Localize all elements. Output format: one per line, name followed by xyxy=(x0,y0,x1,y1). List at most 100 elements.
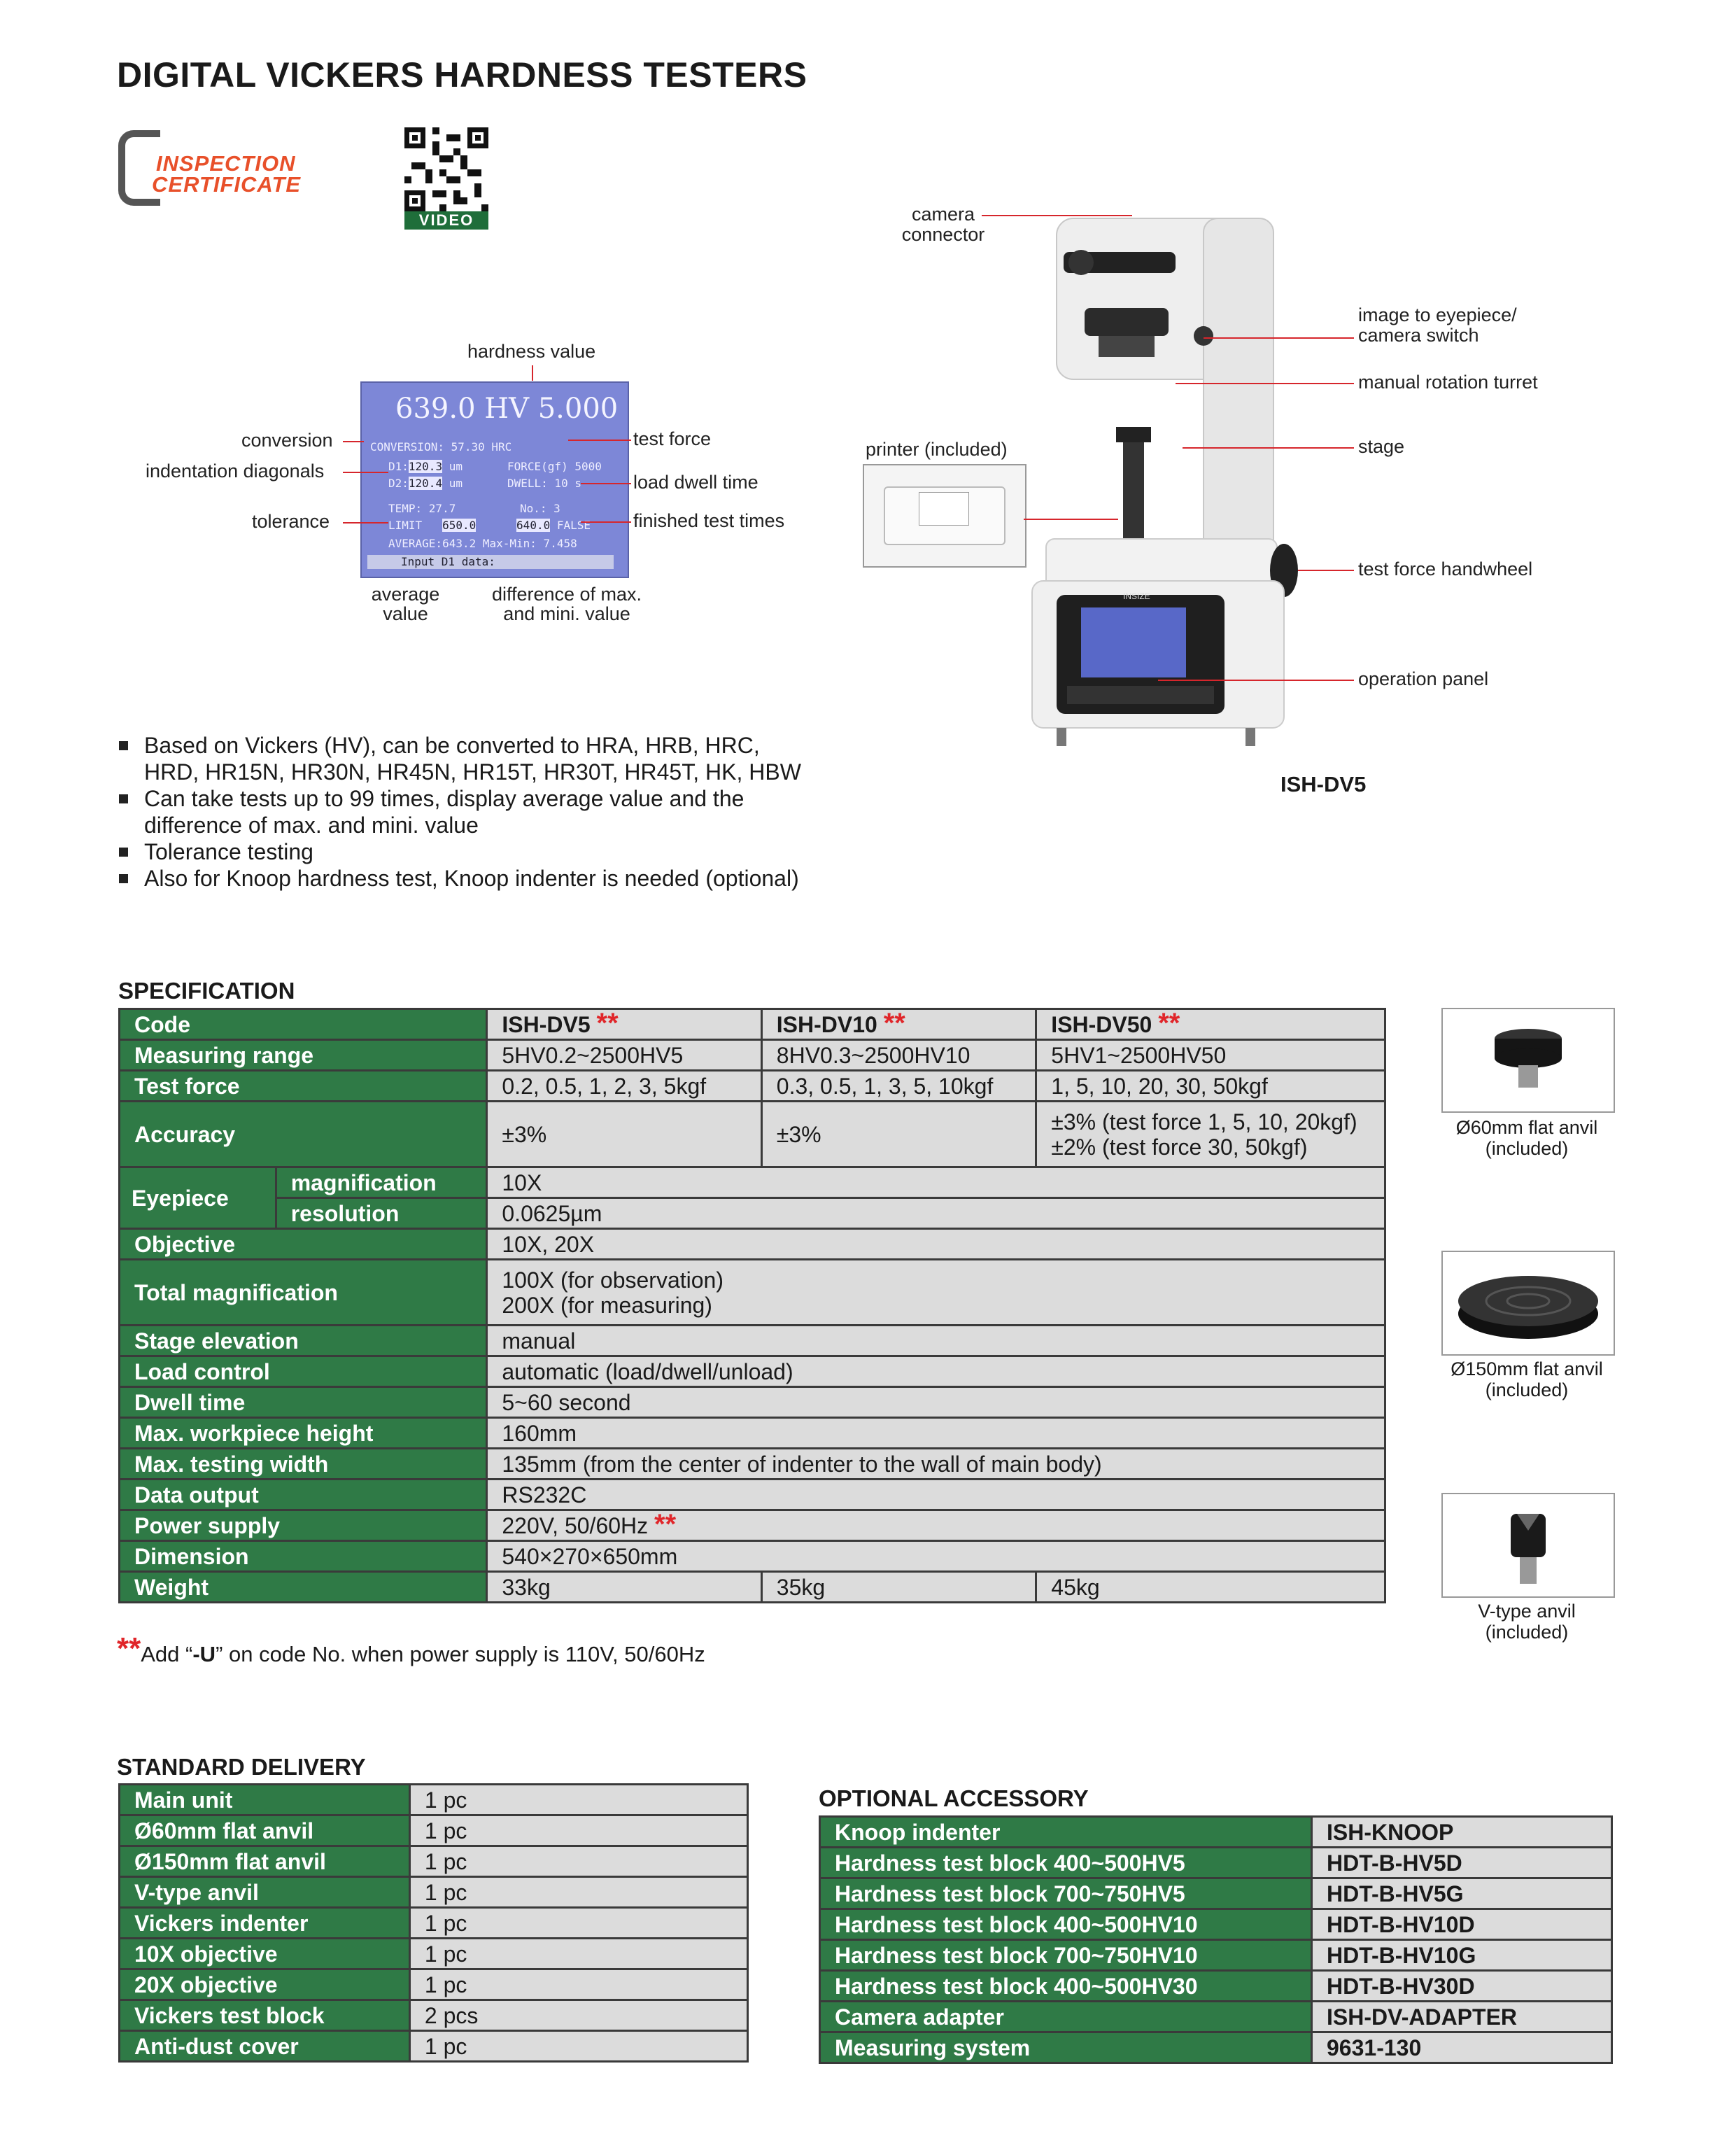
spec-cell: 45kg xyxy=(1035,1571,1386,1603)
anvil-60-note: (included) xyxy=(1485,1138,1569,1159)
screen-d1: D1:120.3 um xyxy=(388,460,463,473)
spec-cell: 0.0625µm xyxy=(486,1197,1386,1230)
bullet-3: Tolerance testing xyxy=(119,838,801,865)
spec-heading: SPECIFICATION xyxy=(118,978,295,1004)
spec-cell: 5HV0.2~2500HV5 xyxy=(486,1039,763,1071)
spec-cell: 160mm xyxy=(486,1417,1386,1449)
spec-cell: 5~60 second xyxy=(486,1386,1386,1419)
optional-item: Hardness test block 400~500HV30 xyxy=(819,1969,1313,2002)
anvil-150-note: (included) xyxy=(1485,1379,1569,1400)
delivery-qty: 2 pcs xyxy=(408,1999,749,2032)
spec-cell: 0.2, 0.5, 1, 2, 3, 5kgf xyxy=(486,1069,763,1102)
badge-line-2: CERTIFICATE xyxy=(152,172,302,197)
flat-anvil-150-icon xyxy=(1458,1276,1598,1339)
optional-heading: OPTIONAL ACCESSORY xyxy=(819,1785,1089,1811)
screen-hardness-value: 639.0 HV 5.000 xyxy=(395,393,619,425)
label-hardness-value: hardness value xyxy=(467,341,596,362)
screen-temp: TEMP: 27.7 xyxy=(388,502,456,515)
screen-conversion: CONVERSION: 57.30 HRC xyxy=(370,440,512,454)
spec-row: Stage elevation manual xyxy=(118,1324,1386,1357)
spec-label: Dwell time xyxy=(118,1386,488,1419)
spec-code-dv10: ISH-DV10 ** xyxy=(760,1008,1038,1041)
optional-item: Camera adapter xyxy=(819,2000,1313,2033)
optional-item: Hardness test block 700~750HV10 xyxy=(819,1939,1313,1972)
label-average-2: value xyxy=(383,603,428,624)
anvil-150-image xyxy=(1441,1251,1615,1356)
spec-label-weight: Weight xyxy=(118,1571,488,1603)
label-average-1: average xyxy=(371,584,440,605)
label-handwheel: test force handwheel xyxy=(1358,558,1533,579)
spec-cell: 10X xyxy=(486,1166,1386,1199)
screen-input-prompt: Input D1 data: xyxy=(367,555,614,569)
spec-cell: 135mm (from the center of indenter to th… xyxy=(486,1447,1386,1480)
spec-cell: manual xyxy=(486,1324,1386,1357)
screen-average: AVERAGE:643.2 Max-Min: 7.458 xyxy=(388,537,577,550)
delivery-item: Ø60mm flat anvil xyxy=(118,1814,411,1847)
spec-cell: ±3% xyxy=(486,1100,763,1168)
spec-label-objective: Objective xyxy=(118,1228,488,1260)
delivery-item: V-type anvil xyxy=(118,1876,411,1909)
v-type-anvil-icon xyxy=(1511,1514,1546,1584)
spec-cell: 10X, 20X xyxy=(486,1228,1386,1260)
spec-label: Max. workpiece height xyxy=(118,1417,488,1449)
optional-code: 9631-130 xyxy=(1311,2031,1613,2064)
optional-code: ISH-KNOOP xyxy=(1311,1815,1613,1848)
spec-row-dimension: Dimension 540×270×650mm xyxy=(118,1540,1386,1573)
delivery-qty: 1 pc xyxy=(408,1968,749,2001)
spec-cell: 0.3, 0.5, 1, 3, 5, 10kgf xyxy=(760,1069,1038,1102)
delivery-qty: 1 pc xyxy=(408,2030,749,2063)
screen-force: FORCE(gf) 5000 xyxy=(507,460,602,473)
spec-label-force: Test force xyxy=(118,1069,488,1102)
optional-item: Hardness test block 700~750HV5 xyxy=(819,1877,1313,1910)
screen-dwell: DWELL: 10 s xyxy=(507,477,581,490)
spec-label: Stage elevation xyxy=(118,1324,488,1357)
delivery-qty: 1 pc xyxy=(408,1906,749,1939)
label-test-force: test force xyxy=(633,428,712,449)
screen-limit: LIMIT 650.0 640.0 FALSE xyxy=(388,519,591,532)
spec-cell: 220V, 50/60Hz ** xyxy=(486,1509,1386,1542)
spec-cell: 35kg xyxy=(760,1571,1038,1603)
label-difference-2: and mini. value xyxy=(503,603,630,624)
delivery-qty: 1 pc xyxy=(408,1937,749,1970)
spec-row-weight: Weight 33kg 35kg 45kg xyxy=(118,1571,1386,1603)
spec-table: Code ISH-DV5 ** ISH-DV10 ** ISH-DV50 ** … xyxy=(118,1008,1386,1603)
inspection-certificate-badge: INSPECTION CERTIFICATE xyxy=(117,127,327,206)
bullet-1: Based on Vickers (HV), can be converted … xyxy=(119,732,801,785)
optional-item: Measuring system xyxy=(819,2031,1313,2064)
label-indentation-diagonals: indentation diagonals xyxy=(146,461,325,482)
anvil-60-image xyxy=(1441,1008,1615,1113)
delivery-qty: 1 pc xyxy=(408,1814,749,1847)
page-title: DIGITAL VICKERS HARDNESS TESTERS xyxy=(117,55,807,94)
spec-cell: 5HV1~2500HV50 xyxy=(1035,1039,1386,1071)
spec-cell: 100X (for observation)200X (for measurin… xyxy=(486,1258,1386,1326)
optional-code: ISH-DV-ADAPTER xyxy=(1311,2000,1613,2033)
machine-illustration: INSIZE xyxy=(1015,210,1308,770)
label-stage: stage xyxy=(1358,436,1405,457)
printer-box xyxy=(863,464,1026,568)
spec-row-accuracy: Accuracy ±3% ±3% ±3% (test force 1, 5, 1… xyxy=(118,1100,1386,1168)
label-camera-1: camera xyxy=(911,204,975,225)
spec-row: Max. testing width 135mm (from the cente… xyxy=(118,1447,1386,1480)
label-conversion: conversion xyxy=(241,430,333,451)
label-difference-1: difference of max. xyxy=(491,584,642,605)
label-finished-test-times: finished test times xyxy=(633,510,785,531)
badge-bracket-icon xyxy=(118,130,160,206)
spec-label-power: Power supply xyxy=(118,1509,488,1542)
label-printer: printer (included) xyxy=(866,439,1008,460)
delivery-item: 10X objective xyxy=(118,1937,411,1970)
label-turret: manual rotation turret xyxy=(1358,372,1538,393)
delivery-qty: 1 pc xyxy=(408,1876,749,1909)
spec-label-accuracy: Accuracy xyxy=(118,1100,488,1168)
delivery-item: Vickers test block xyxy=(118,1999,411,2032)
qr-code-icon xyxy=(404,127,488,211)
qr-code[interactable]: VIDEO xyxy=(404,127,488,230)
delivery-item: Vickers indenter xyxy=(118,1906,411,1939)
delivery-qty: 1 pc xyxy=(408,1845,749,1878)
